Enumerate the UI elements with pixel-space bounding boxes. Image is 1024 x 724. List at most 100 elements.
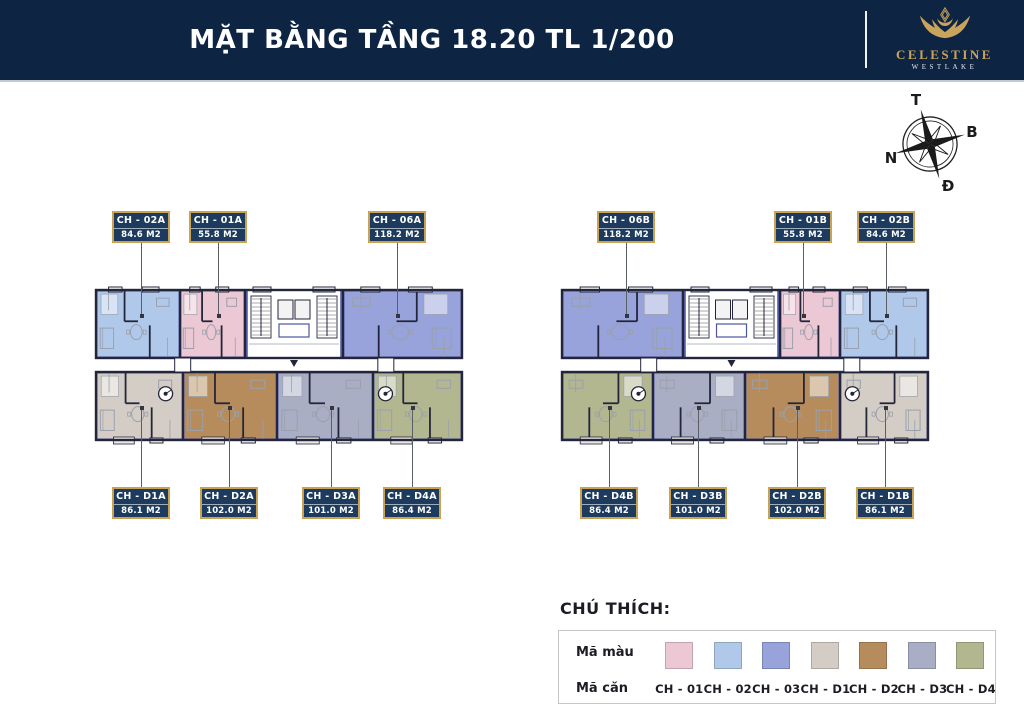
- leader-line: [412, 408, 413, 487]
- leader-dot: [216, 314, 221, 318]
- compass-label-right: B: [966, 123, 977, 141]
- leader-dot: [607, 406, 612, 410]
- legend-swatch-2: [713, 642, 742, 669]
- compass-label-bottom: Đ: [942, 177, 955, 194]
- unit-code: CH - D1A: [114, 489, 168, 505]
- floor-plan-svg-a: [94, 286, 464, 445]
- leader-dot: [410, 406, 415, 410]
- page-title: MẶT BẰNG TẦNG 18.20 TL 1/200: [189, 25, 675, 55]
- legend-code-1: CH - 01: [655, 681, 704, 696]
- legend-code-7: CH - D4: [946, 681, 996, 696]
- unit-area: 86.4 M2: [392, 506, 432, 516]
- unit-area: 118.2 M2: [603, 230, 649, 240]
- leader-dot: [696, 406, 701, 410]
- unit-code: CH - 06A: [370, 213, 424, 229]
- leader-dot: [139, 314, 144, 318]
- unit-code: CH - 02B: [859, 213, 913, 229]
- unit-area: 55.8 M2: [198, 230, 238, 240]
- floor-plan-block-a: [94, 286, 464, 445]
- leader-dot: [801, 314, 806, 318]
- leader-dot: [795, 406, 800, 410]
- leader-dot: [139, 406, 144, 410]
- unit-area: 102.0 M2: [774, 506, 820, 516]
- header-divider: [865, 11, 867, 68]
- unit-area: 101.0 M2: [308, 506, 354, 516]
- legend-swatch-1: [665, 642, 694, 669]
- legend-row-code-label: Mã căn: [576, 681, 628, 696]
- leader-line: [609, 408, 610, 487]
- compass-label-left: N: [885, 149, 898, 167]
- unit-code: CH - D3B: [671, 489, 725, 505]
- leader-dot: [883, 406, 888, 410]
- legend-row-color-label: Mã màu: [576, 645, 634, 660]
- legend-title: CHÚ THÍCH:: [560, 599, 671, 618]
- leader-line: [803, 243, 804, 316]
- unit-code: CH - D2B: [770, 489, 824, 505]
- unit-code: CH - 02A: [114, 213, 168, 229]
- leader-line: [797, 408, 798, 487]
- leader-line: [331, 408, 332, 487]
- floor-plan-block-b: [560, 286, 930, 445]
- leader-dot: [624, 314, 629, 318]
- unit-area: 86.1 M2: [865, 506, 905, 516]
- brand-subname: WESTLAKE: [911, 63, 978, 71]
- brand-name: CELESTINE: [896, 47, 993, 62]
- brand-logo: CELESTINE WESTLAKE: [872, 5, 1017, 77]
- header-bar: MẶT BẰNG TẦNG 18.20 TL 1/200 CELESTINE W…: [0, 0, 1024, 82]
- unit-area: 86.1 M2: [121, 506, 161, 516]
- leader-line: [229, 408, 230, 487]
- unit-code: CH - D4B: [582, 489, 636, 505]
- legend-code-5: CH - D2: [849, 681, 899, 696]
- leader-line: [886, 243, 887, 316]
- compass-label-top: T: [911, 91, 922, 109]
- leader-line: [141, 408, 142, 487]
- leader-dot: [884, 314, 889, 318]
- unit-area: 55.8 M2: [783, 230, 823, 240]
- legend-code-6: CH - D3: [897, 681, 948, 696]
- lotus-icon: [919, 6, 970, 39]
- unit-code: CH - D2A: [202, 489, 256, 505]
- unit-area: 102.0 M2: [206, 506, 252, 516]
- legend-swatch-7: [956, 642, 985, 669]
- compass-rose: T B N Đ: [885, 91, 978, 194]
- leader-line: [885, 408, 886, 487]
- leader-line: [397, 243, 398, 316]
- legend-code-2: CH - 02: [703, 681, 752, 696]
- unit-area: 118.2 M2: [374, 230, 420, 240]
- leader-dot: [329, 406, 334, 410]
- leader-dot: [395, 314, 400, 318]
- legend-swatch-3: [762, 642, 791, 669]
- unit-code: CH - 06B: [599, 213, 653, 229]
- unit-area: 84.6 M2: [866, 230, 906, 240]
- unit-code: CH - D4A: [385, 489, 439, 505]
- unit-code: CH - 01A: [191, 213, 245, 229]
- unit-code: CH - D3A: [304, 489, 358, 505]
- unit-area: 84.6 M2: [121, 230, 161, 240]
- legend-code-3: CH - 03: [752, 681, 801, 696]
- legend-swatch-6: [907, 642, 936, 669]
- unit-code: CH - D1B: [858, 489, 912, 505]
- unit-code: CH - 01B: [776, 213, 830, 229]
- leader-dot: [227, 406, 232, 410]
- legend-swatch-4: [810, 642, 839, 669]
- leader-line: [626, 243, 627, 316]
- unit-area: 86.4 M2: [589, 506, 629, 516]
- floor-plan-svg-b: [560, 286, 930, 445]
- legend-code-4: CH - D1: [800, 681, 851, 696]
